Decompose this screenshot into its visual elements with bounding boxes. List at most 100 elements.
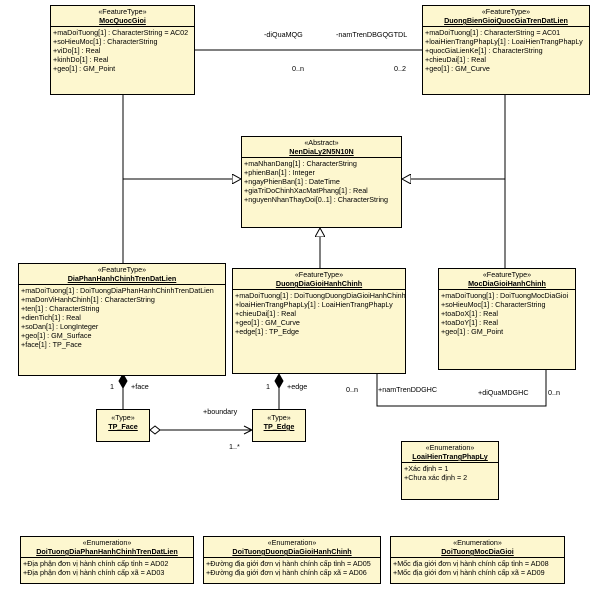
- attribute: +maDonViHanhChinh[1] : CharacterString: [21, 295, 155, 304]
- multiplicity-label: 0..2: [394, 64, 406, 73]
- stereotype: «Enumeration»: [267, 538, 317, 547]
- enum-loaihientrang[interactable]: «Enumeration» LoaiHienTrangPhapLy +Xác đ…: [401, 441, 499, 500]
- class-name: DuongBienGioiQuocGiaTrenDatLien: [444, 16, 568, 25]
- class-header: «Enumeration» LoaiHienTrangPhapLy: [402, 442, 498, 463]
- stereotype: «FeatureType»: [97, 265, 147, 274]
- stereotype: «FeatureType»: [481, 7, 531, 16]
- class-name: DoiTuongMocDiaGioi: [441, 547, 514, 556]
- attribute: +ngayPhienBan[1] : DateTime: [244, 177, 340, 186]
- attribute-list: +Mốc địa giới đơn vị hành chính cấp tỉnh…: [391, 558, 564, 579]
- attribute: +geo[1] : GM_Point: [441, 327, 504, 336]
- attribute: +nguyenNhanThayDoi[0..1] : CharacterStri…: [244, 195, 389, 204]
- attribute-list: +maDoiTuong[1] : CharacterString = AC02 …: [51, 27, 194, 75]
- literal: +Mốc địa giới đơn vị hành chính cấp xã =…: [393, 568, 545, 577]
- class-mocquocgioi[interactable]: «FeatureType» MocQuocGioi +maDoiTuong[1]…: [50, 5, 195, 95]
- attribute-list: +Đường địa giới đơn vị hành chính cấp tỉ…: [204, 558, 380, 579]
- literal: +Chưa xác định = 2: [404, 473, 468, 482]
- class-name: MocQuocGioi: [99, 16, 146, 25]
- multiplicity-label: 1: [110, 382, 114, 391]
- comp-face-diamond: [118, 372, 128, 390]
- attribute: +geo[1] : GM_Surface: [21, 331, 92, 340]
- attribute: +geo[1] : GM_Curve: [235, 318, 300, 327]
- stereotype: «Abstract»: [304, 138, 339, 147]
- stereotype: «FeatureType»: [98, 7, 147, 16]
- enum-diaphan[interactable]: «Enumeration» DoiTuongDiaPhanHanhChinhTr…: [20, 536, 194, 584]
- agg-boundary-diamond: [149, 425, 161, 435]
- attribute: +toaDoX[1] : Real: [441, 309, 498, 318]
- attribute: +giaTriDoChinhXacMatPhang[1] : Real: [244, 186, 368, 195]
- class-name: TP_Edge: [263, 422, 295, 431]
- class-name: MocDiaGioiHanhChinh: [468, 279, 546, 288]
- stereotype: «Type»: [267, 413, 291, 422]
- attribute: +chieuDai[1] : Real: [425, 55, 486, 64]
- attribute: +toaDoY[1] : Real: [441, 318, 498, 327]
- class-header: «Enumeration» DoiTuongDuongDiaGioiHanhCh…: [204, 537, 380, 558]
- role-label-boundary: +boundary: [203, 407, 238, 416]
- attribute-list: +maDoiTuong[1] : CharacterString = AC01 …: [423, 27, 589, 75]
- attribute-list: +maDoiTuong[1] : DoiTuongDuongDiaGioiHan…: [233, 290, 406, 338]
- class-header: «Type» TP_Edge: [253, 410, 305, 432]
- class-name: NenDiaLy2N5N10N: [289, 147, 354, 156]
- multiplicity-label: 1..*: [229, 442, 240, 451]
- stereotype: «FeatureType»: [482, 270, 532, 279]
- class-tpface[interactable]: «Type» TP_Face: [96, 409, 150, 442]
- attribute: +quocGiaLienKe[1] : CharacterString: [425, 46, 543, 55]
- enum-duongdiagioi[interactable]: «Enumeration» DoiTuongDuongDiaGioiHanhCh…: [203, 536, 381, 584]
- role-label-namtrenddghc: +namTrenDDGHC: [378, 385, 438, 394]
- literal: +Địa phận đơn vị hành chính cấp xã = AD0…: [23, 568, 165, 577]
- attribute-list: +maNhanDang[1] : CharacterString +phienB…: [242, 158, 401, 206]
- class-name: LoaiHienTrangPhapLy: [412, 452, 488, 461]
- stereotype: «Enumeration»: [425, 443, 475, 452]
- multiplicity-label: 0..n: [346, 385, 358, 394]
- role-label-diquamdghc: +diQuaMDGHC: [478, 388, 529, 397]
- class-tpedge[interactable]: «Type» TP_Edge: [252, 409, 306, 442]
- literal: +Địa phận đơn vị hành chính cấp tỉnh = A…: [23, 559, 169, 568]
- stereotype: «Enumeration»: [82, 538, 132, 547]
- attribute: +edge[1] : TP_Edge: [235, 327, 300, 336]
- attribute: +soHieuMoc[1] : CharacterString: [53, 37, 158, 46]
- class-duongdiagioi[interactable]: «FeatureType» DuongDiaGioiHanhChinh +maD…: [232, 268, 406, 374]
- class-name: DuongDiaGioiHanhChinh: [275, 279, 363, 288]
- class-name: TP_Face: [108, 422, 138, 431]
- literal: +Xác định = 1: [404, 464, 449, 473]
- role-label-namtrendbgqgtdl: -namTrenDBGQGTDL: [336, 30, 408, 39]
- class-header: «Abstract» NenDiaLy2N5N10N: [242, 137, 401, 158]
- class-name: DoiTuongDiaPhanHanhChinhTrenDatLien: [36, 547, 178, 556]
- literal: +Đường địa giới đơn vị hành chính cấp xã…: [206, 568, 367, 577]
- attribute: +soDan[1] : LongInteger: [21, 322, 99, 331]
- attribute: +dienTich[1] : Real: [21, 313, 81, 322]
- attribute-list: +maDoiTuong[1] : DoiTuongDiaPhanHanhChin…: [19, 285, 225, 351]
- class-header: «Type» TP_Face: [97, 410, 149, 432]
- attribute: +maDoiTuong[1] : CharacterString = AC02: [53, 28, 189, 37]
- multiplicity-label: 1: [266, 382, 270, 391]
- role-label-diquamqg: -diQuaMQG: [264, 30, 303, 39]
- attribute: +soHieuMoc[1] : CharacterString: [441, 300, 546, 309]
- attribute-list: +Địa phận đơn vị hành chính cấp tỉnh = A…: [21, 558, 193, 579]
- multiplicity-label: 0..n: [548, 388, 560, 397]
- enum-mocdiagioi[interactable]: «Enumeration» DoiTuongMocDiaGioi +Mốc đị…: [390, 536, 565, 584]
- class-header: «FeatureType» MocQuocGioi: [51, 6, 194, 27]
- attribute: +ten[1] : CharacterString: [21, 304, 100, 313]
- attribute: +phienBan[1] : Integer: [244, 168, 315, 177]
- class-diaphan[interactable]: «FeatureType» DiaPhanHanhChinhTrenDatLie…: [18, 263, 226, 376]
- role-label-face: +face: [131, 382, 149, 391]
- attribute-list: +maDoiTuong[1] : DoiTuongMocDiaGioi +soH…: [439, 290, 575, 338]
- attribute: +loaiHienTrangPhapLy[1] : LoaiHienTrangP…: [235, 300, 393, 309]
- attribute: +kinhDo[1] : Real: [53, 55, 109, 64]
- class-name: DoiTuongDuongDiaGioiHanhChinh: [232, 547, 352, 556]
- class-mocdiagioi[interactable]: «FeatureType» MocDiaGioiHanhChinh +maDoi…: [438, 268, 576, 370]
- comp-edge-diamond: [274, 372, 284, 390]
- attribute: +maNhanDang[1] : CharacterString: [244, 159, 357, 168]
- class-header: «FeatureType» DiaPhanHanhChinhTrenDatLie…: [19, 264, 225, 285]
- class-header: «FeatureType» DuongBienGioiQuocGiaTrenDa…: [423, 6, 589, 27]
- gen-duongbiengioi: [402, 95, 506, 179]
- attribute: +maDoiTuong[1] : CharacterString = AC01: [425, 28, 561, 37]
- literal: +Mốc địa giới đơn vị hành chính cấp tỉnh…: [393, 559, 549, 568]
- class-header: «FeatureType» DuongDiaGioiHanhChinh: [233, 269, 405, 290]
- attribute: +face[1] : TP_Face: [21, 340, 82, 349]
- attribute: +chieuDai[1] : Real: [235, 309, 296, 318]
- class-duongbiengioi[interactable]: «FeatureType» DuongBienGioiQuocGiaTrenDa…: [422, 5, 590, 95]
- class-name: DiaPhanHanhChinhTrenDatLien: [67, 274, 177, 283]
- role-label-edge: +edge: [287, 382, 308, 391]
- class-nendialy[interactable]: «Abstract» NenDiaLy2N5N10N +maNhanDang[1…: [241, 136, 402, 228]
